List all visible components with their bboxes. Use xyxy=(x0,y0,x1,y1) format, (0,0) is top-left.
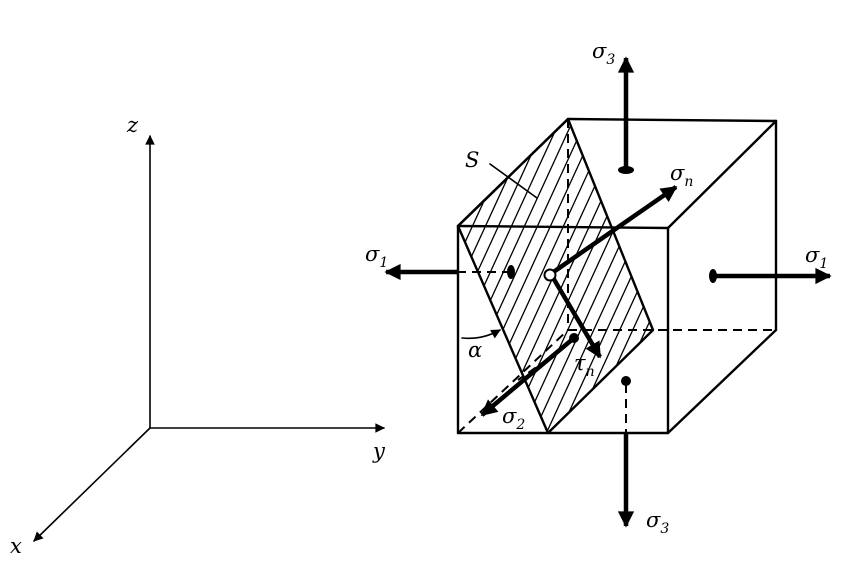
plane-hatch-line xyxy=(458,119,588,433)
x-axis xyxy=(33,427,151,542)
plane-s-label: S xyxy=(465,148,479,172)
sigma1-left-label: σ1 xyxy=(365,242,388,271)
sigma2-label: σ2 xyxy=(502,404,525,433)
tau-n-label: τn xyxy=(574,351,595,380)
plane-hatch-line xyxy=(533,119,653,433)
sigma1-left-arrow xyxy=(384,263,515,281)
sigma3-top-arrow xyxy=(617,56,635,174)
plane-hatch-line xyxy=(458,119,575,433)
center-point xyxy=(543,268,557,282)
sigma3-bottom-arrow xyxy=(617,376,635,528)
plane-hatch-line xyxy=(458,119,549,433)
plane-hatch-line xyxy=(458,119,614,433)
sigma1-right-arrow xyxy=(709,267,832,285)
coordinate-axes: z y x xyxy=(10,113,386,558)
sigma3-bottom-label: σ3 xyxy=(646,508,669,537)
plane-hatch-line xyxy=(458,119,510,433)
sigma-n-label: σn xyxy=(670,161,693,190)
sigma1-right-label: σ1 xyxy=(805,243,828,272)
plane-hatch-line xyxy=(494,119,653,433)
y-axis-label: y xyxy=(372,439,386,463)
tau-n-arrow xyxy=(550,274,602,359)
angle-alpha-arc xyxy=(461,329,501,340)
plane-s-leader xyxy=(489,163,538,199)
plane-hatch-line xyxy=(520,119,653,433)
sigma-n-arrow xyxy=(550,185,678,275)
sigma2-arrow xyxy=(480,333,579,417)
angle-alpha-label: α xyxy=(468,338,482,362)
plane-hatch-line xyxy=(458,119,471,433)
cube xyxy=(456,117,778,435)
plane-hatch-line xyxy=(559,119,653,433)
plane-hatch-line xyxy=(507,119,653,433)
z-axis-label: z xyxy=(126,113,139,137)
x-axis-label: x xyxy=(10,534,22,558)
sigma3-top-label: σ3 xyxy=(592,39,615,68)
plane-hatch-line xyxy=(458,119,497,433)
